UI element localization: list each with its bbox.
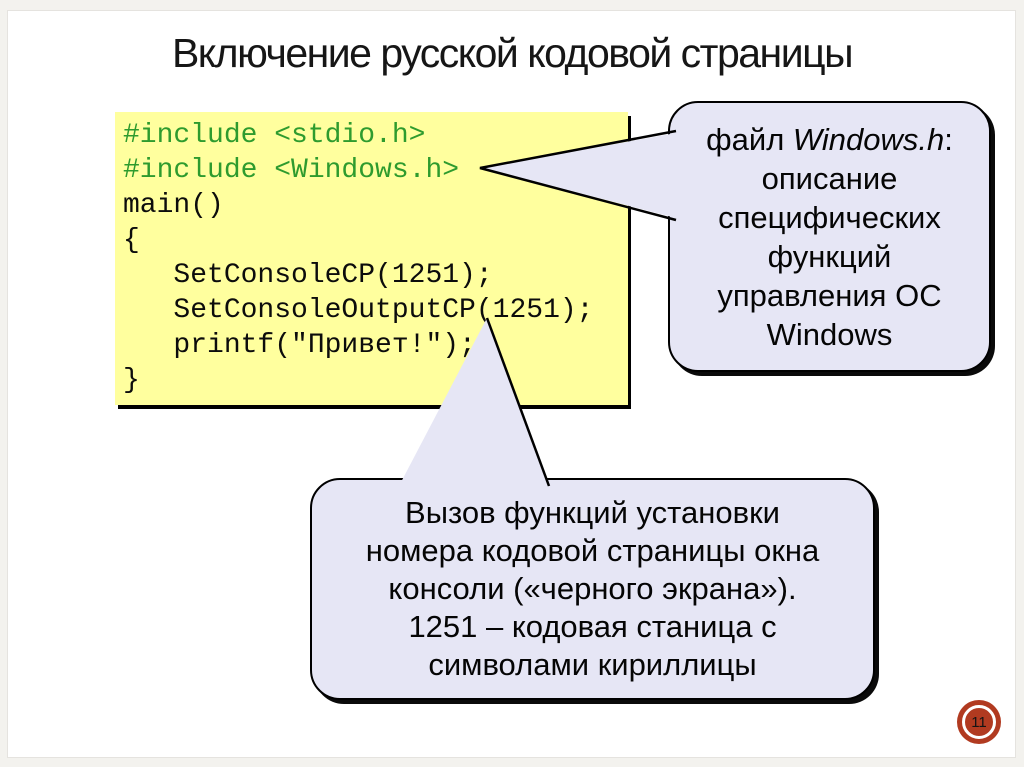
callout-console-line: символами кириллицы bbox=[428, 647, 757, 682]
slide-title: Включение русской кодовой страницы bbox=[171, 30, 854, 76]
callout-windows-line1: файл Windows.h: bbox=[670, 120, 989, 159]
code-line: main() bbox=[123, 190, 224, 221]
code-block: #include <stdio.h> #include <Windows.h> ma… bbox=[115, 112, 628, 405]
callout-windows-line: функций bbox=[767, 239, 892, 274]
callout-console-line: консоли («черного экрана»). bbox=[388, 571, 797, 606]
callout-windows-line: управления ОС bbox=[717, 278, 942, 313]
callout-windows-line1-suffix: : bbox=[944, 122, 953, 157]
callout-windows-line: Windows bbox=[766, 317, 893, 352]
callout-console-line: номера кодовой страницы окна bbox=[365, 533, 820, 568]
code-line: } bbox=[123, 365, 140, 396]
code-line: { bbox=[123, 225, 140, 256]
code-line: printf("Привет!"); bbox=[123, 330, 476, 361]
callout-windows-line1-prefix: файл bbox=[706, 122, 793, 157]
callout-windows-line1-filename: Windows.h bbox=[792, 122, 945, 157]
callout-console-line: Вызов функций установки bbox=[405, 495, 780, 530]
code-line: SetConsoleOutputCP(1251); bbox=[123, 295, 594, 326]
page-number: 11 bbox=[971, 713, 987, 731]
code-line: #include <stdio.h> bbox=[123, 120, 426, 151]
code-line: #include <Windows.h> bbox=[123, 155, 460, 186]
code-line: SetConsoleCP(1251); bbox=[123, 260, 493, 291]
callout-windows-lines: описание специфических функций управления О… bbox=[670, 159, 989, 354]
callout-console-line: 1251 – кодовая станица с bbox=[408, 609, 777, 644]
callout-windows-h: файл Windows.h: описание специфических фун… bbox=[668, 101, 991, 372]
callout-windows-line: описание bbox=[761, 161, 898, 196]
page-number-badge: 11 bbox=[962, 705, 996, 739]
callout-windows-line: специфических bbox=[718, 200, 941, 235]
